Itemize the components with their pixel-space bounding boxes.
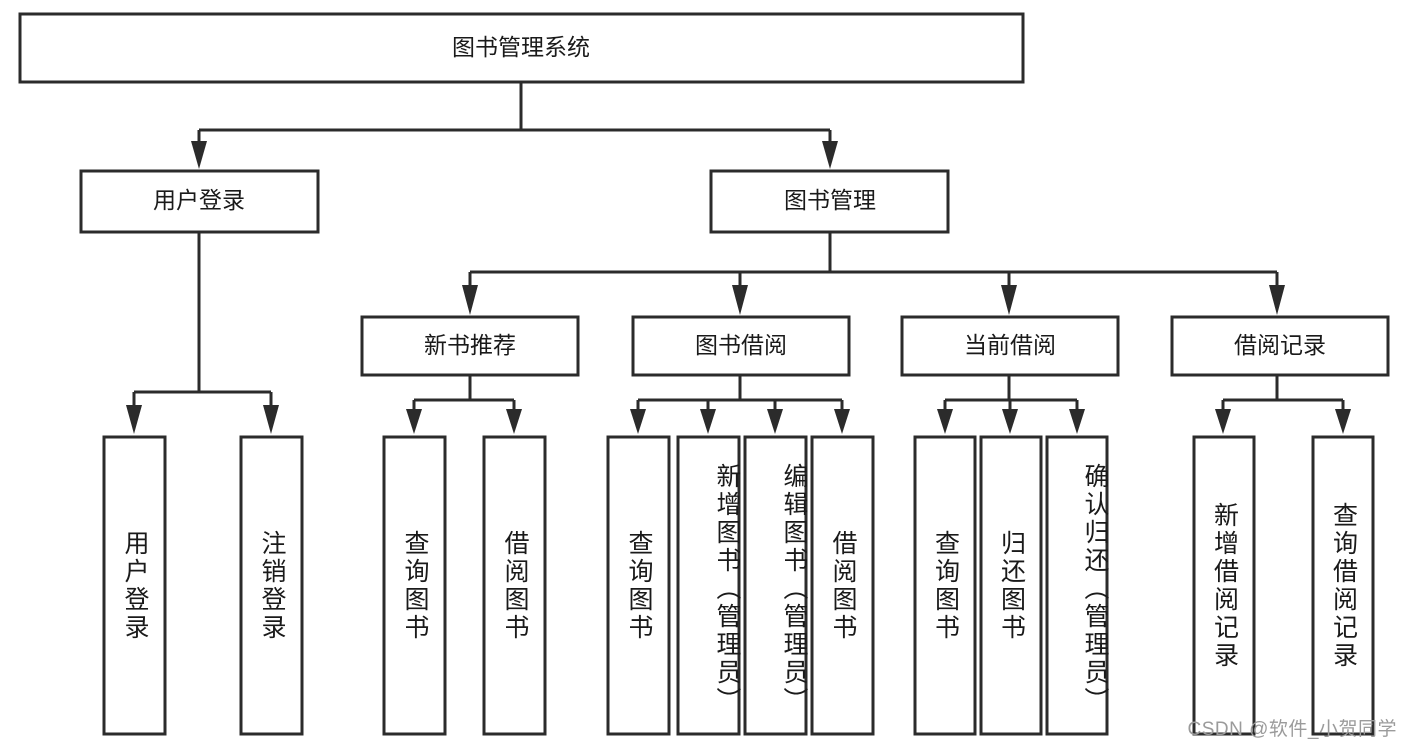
leaf-user-login-signin-rect[interactable] bbox=[102, 435, 167, 736]
leaf-borrow-borrow-book-rect[interactable] bbox=[810, 435, 875, 736]
leaf-user-login-signout[interactable] bbox=[239, 435, 304, 736]
leaf-newbook-query-rect[interactable] bbox=[382, 435, 447, 736]
leaf-borrow-edit-book[interactable] bbox=[743, 435, 808, 736]
node-new-book-recommend-label: 新书推荐 bbox=[424, 332, 516, 358]
node-book-management[interactable]: 图书管理 bbox=[709, 169, 950, 234]
node-new-book-recommend-rect[interactable] bbox=[360, 315, 580, 377]
node-current-borrow-label: 当前借阅 bbox=[964, 332, 1056, 358]
connector-bookmgmt-to-level3 bbox=[462, 232, 1285, 315]
node-book-borrow[interactable]: 图书借阅 bbox=[631, 315, 851, 377]
node-user-login-label: 用户登录 bbox=[153, 187, 245, 213]
node-borrow-record-label: 借阅记录 bbox=[1234, 332, 1326, 358]
node-root-system[interactable]: 图书管理系统 bbox=[18, 12, 1025, 84]
leaf-current-confirm-return-rect[interactable] bbox=[1045, 435, 1109, 736]
leaf-borrow-add-book-rect[interactable] bbox=[676, 435, 741, 736]
leaf-borrow-add-book[interactable] bbox=[676, 435, 741, 736]
connector-borrowbook-to-leaves bbox=[630, 376, 850, 434]
leaf-user-login-signin[interactable] bbox=[102, 435, 167, 736]
node-user-login-rect[interactable] bbox=[79, 169, 320, 234]
leaf-borrow-edit-book-rect[interactable] bbox=[743, 435, 808, 736]
leaf-record-query[interactable] bbox=[1311, 435, 1375, 736]
leaf-current-query[interactable] bbox=[913, 435, 977, 736]
node-borrow-record[interactable]: 借阅记录 bbox=[1170, 315, 1390, 377]
node-book-management-label: 图书管理 bbox=[784, 187, 876, 213]
leaf-newbook-borrow-rect[interactable] bbox=[482, 435, 547, 736]
leaf-record-add-rect[interactable] bbox=[1192, 435, 1256, 736]
leaf-borrow-borrow-book[interactable] bbox=[810, 435, 875, 736]
node-current-borrow[interactable]: 当前借阅 bbox=[900, 315, 1120, 377]
node-root-system-label: 图书管理系统 bbox=[452, 34, 590, 60]
leaf-current-return[interactable] bbox=[979, 435, 1043, 736]
node-user-login[interactable]: 用户登录 bbox=[79, 169, 320, 234]
leaf-borrow-query[interactable] bbox=[606, 435, 671, 736]
connector-userlogin-to-leaves bbox=[126, 232, 279, 434]
leaf-newbook-query[interactable] bbox=[382, 435, 447, 736]
connector-root-to-level2 bbox=[191, 82, 838, 169]
node-book-borrow-label: 图书借阅 bbox=[695, 332, 787, 358]
leaf-current-query-rect[interactable] bbox=[913, 435, 977, 736]
connector-currentborrow-to-leaves bbox=[937, 376, 1085, 434]
node-new-book-recommend[interactable]: 新书推荐 bbox=[360, 315, 580, 377]
leaf-record-add[interactable] bbox=[1192, 435, 1256, 736]
node-root-system-rect[interactable] bbox=[18, 12, 1025, 84]
leaf-user-login-signout-rect[interactable] bbox=[239, 435, 304, 736]
node-borrow-record-rect[interactable] bbox=[1170, 315, 1390, 377]
node-current-borrow-rect[interactable] bbox=[900, 315, 1120, 377]
connector-newbook-to-leaves bbox=[406, 376, 522, 434]
leaf-newbook-borrow[interactable] bbox=[482, 435, 547, 736]
leaf-current-confirm-return[interactable] bbox=[1045, 435, 1109, 736]
leaf-current-return-rect[interactable] bbox=[979, 435, 1043, 736]
leaf-borrow-query-rect[interactable] bbox=[606, 435, 671, 736]
node-book-management-rect[interactable] bbox=[709, 169, 950, 234]
leaf-record-query-rect[interactable] bbox=[1311, 435, 1375, 736]
node-book-borrow-rect[interactable] bbox=[631, 315, 851, 377]
connector-borrowrecord-to-leaves bbox=[1215, 376, 1351, 434]
